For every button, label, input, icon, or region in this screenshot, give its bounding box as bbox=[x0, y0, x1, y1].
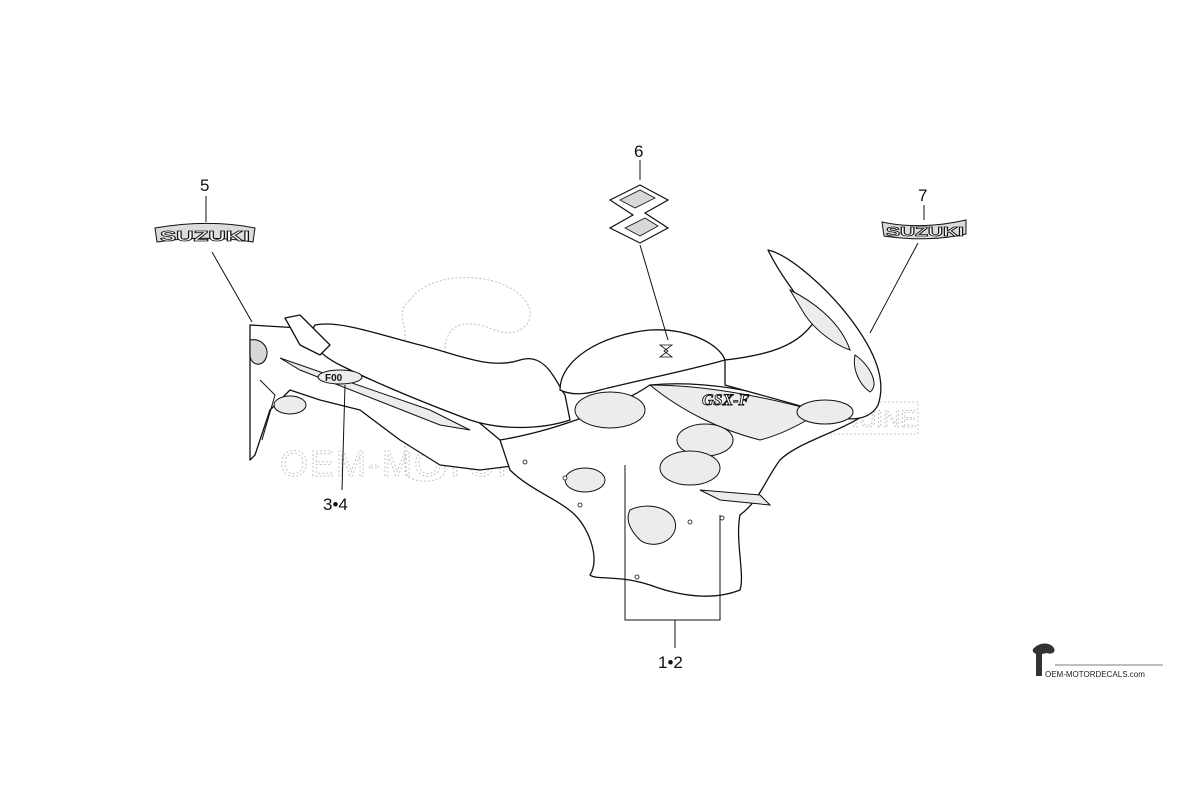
decal-5-plate bbox=[154, 223, 256, 243]
rivet bbox=[687, 519, 693, 525]
windscreen bbox=[788, 288, 851, 351]
corner-watermark-text: OEM-MOTORDECALS.com bbox=[1045, 670, 1145, 679]
fairing-vent-1 bbox=[574, 391, 646, 429]
callouts: 5 6 7 3•4 1•2 bbox=[200, 142, 927, 672]
decal-7-plate bbox=[881, 219, 967, 240]
fairing-panel-upper bbox=[648, 384, 822, 441]
rivet bbox=[634, 574, 640, 580]
decal-6-s-logo bbox=[608, 184, 670, 244]
callout-3-4: 3•4 bbox=[323, 495, 348, 514]
fairing-model-decal: GSX-F bbox=[702, 392, 749, 409]
rear-seat bbox=[284, 314, 331, 356]
tail-decal-text: F00 bbox=[325, 373, 343, 384]
tail-edge bbox=[259, 379, 276, 441]
leader-7 bbox=[869, 242, 919, 334]
leader-12-bracket bbox=[624, 465, 721, 621]
rivet bbox=[522, 459, 528, 465]
corner-watermark: OEM-MOTORDECALS.com bbox=[1032, 643, 1163, 679]
rivet bbox=[719, 515, 725, 521]
callout-7: 7 bbox=[918, 186, 927, 205]
fairing-vent-3 bbox=[659, 450, 721, 486]
tank-s-logo-icon bbox=[658, 344, 674, 358]
fairing-stripe bbox=[699, 489, 772, 506]
fairing-vent-4 bbox=[564, 467, 606, 493]
tail-light bbox=[249, 339, 268, 365]
rivet bbox=[562, 475, 568, 481]
callout-5: 5 bbox=[200, 176, 209, 195]
rivet bbox=[577, 502, 583, 508]
fairing-lower-duct bbox=[627, 505, 676, 545]
headlight bbox=[796, 399, 854, 425]
decal-5-text: SUZUKI bbox=[160, 228, 250, 245]
body-decals: F00 GSX-F bbox=[317, 344, 750, 409]
leader-6-body bbox=[639, 244, 669, 341]
decal-7-suzuki-emblem: SUZUKI bbox=[881, 219, 967, 240]
watermark-mascot-icon bbox=[401, 277, 531, 482]
decal-5-suzuki-emblem: SUZUKI bbox=[154, 223, 256, 245]
callout-6: 6 bbox=[634, 142, 643, 161]
decal-7-text: SUZUKI bbox=[886, 224, 964, 239]
motorcycle-outline bbox=[249, 249, 882, 597]
tail-vent bbox=[273, 395, 307, 415]
leader-5 bbox=[211, 251, 253, 323]
s-logo-stripe-icon bbox=[619, 189, 659, 237]
mirror bbox=[853, 354, 875, 393]
callout-1-2: 1•2 bbox=[658, 653, 683, 672]
leader-34 bbox=[341, 384, 346, 491]
corner-mascot-icon bbox=[1032, 643, 1055, 676]
leader-lines bbox=[205, 160, 925, 648]
tail-decal-mark bbox=[317, 369, 363, 385]
